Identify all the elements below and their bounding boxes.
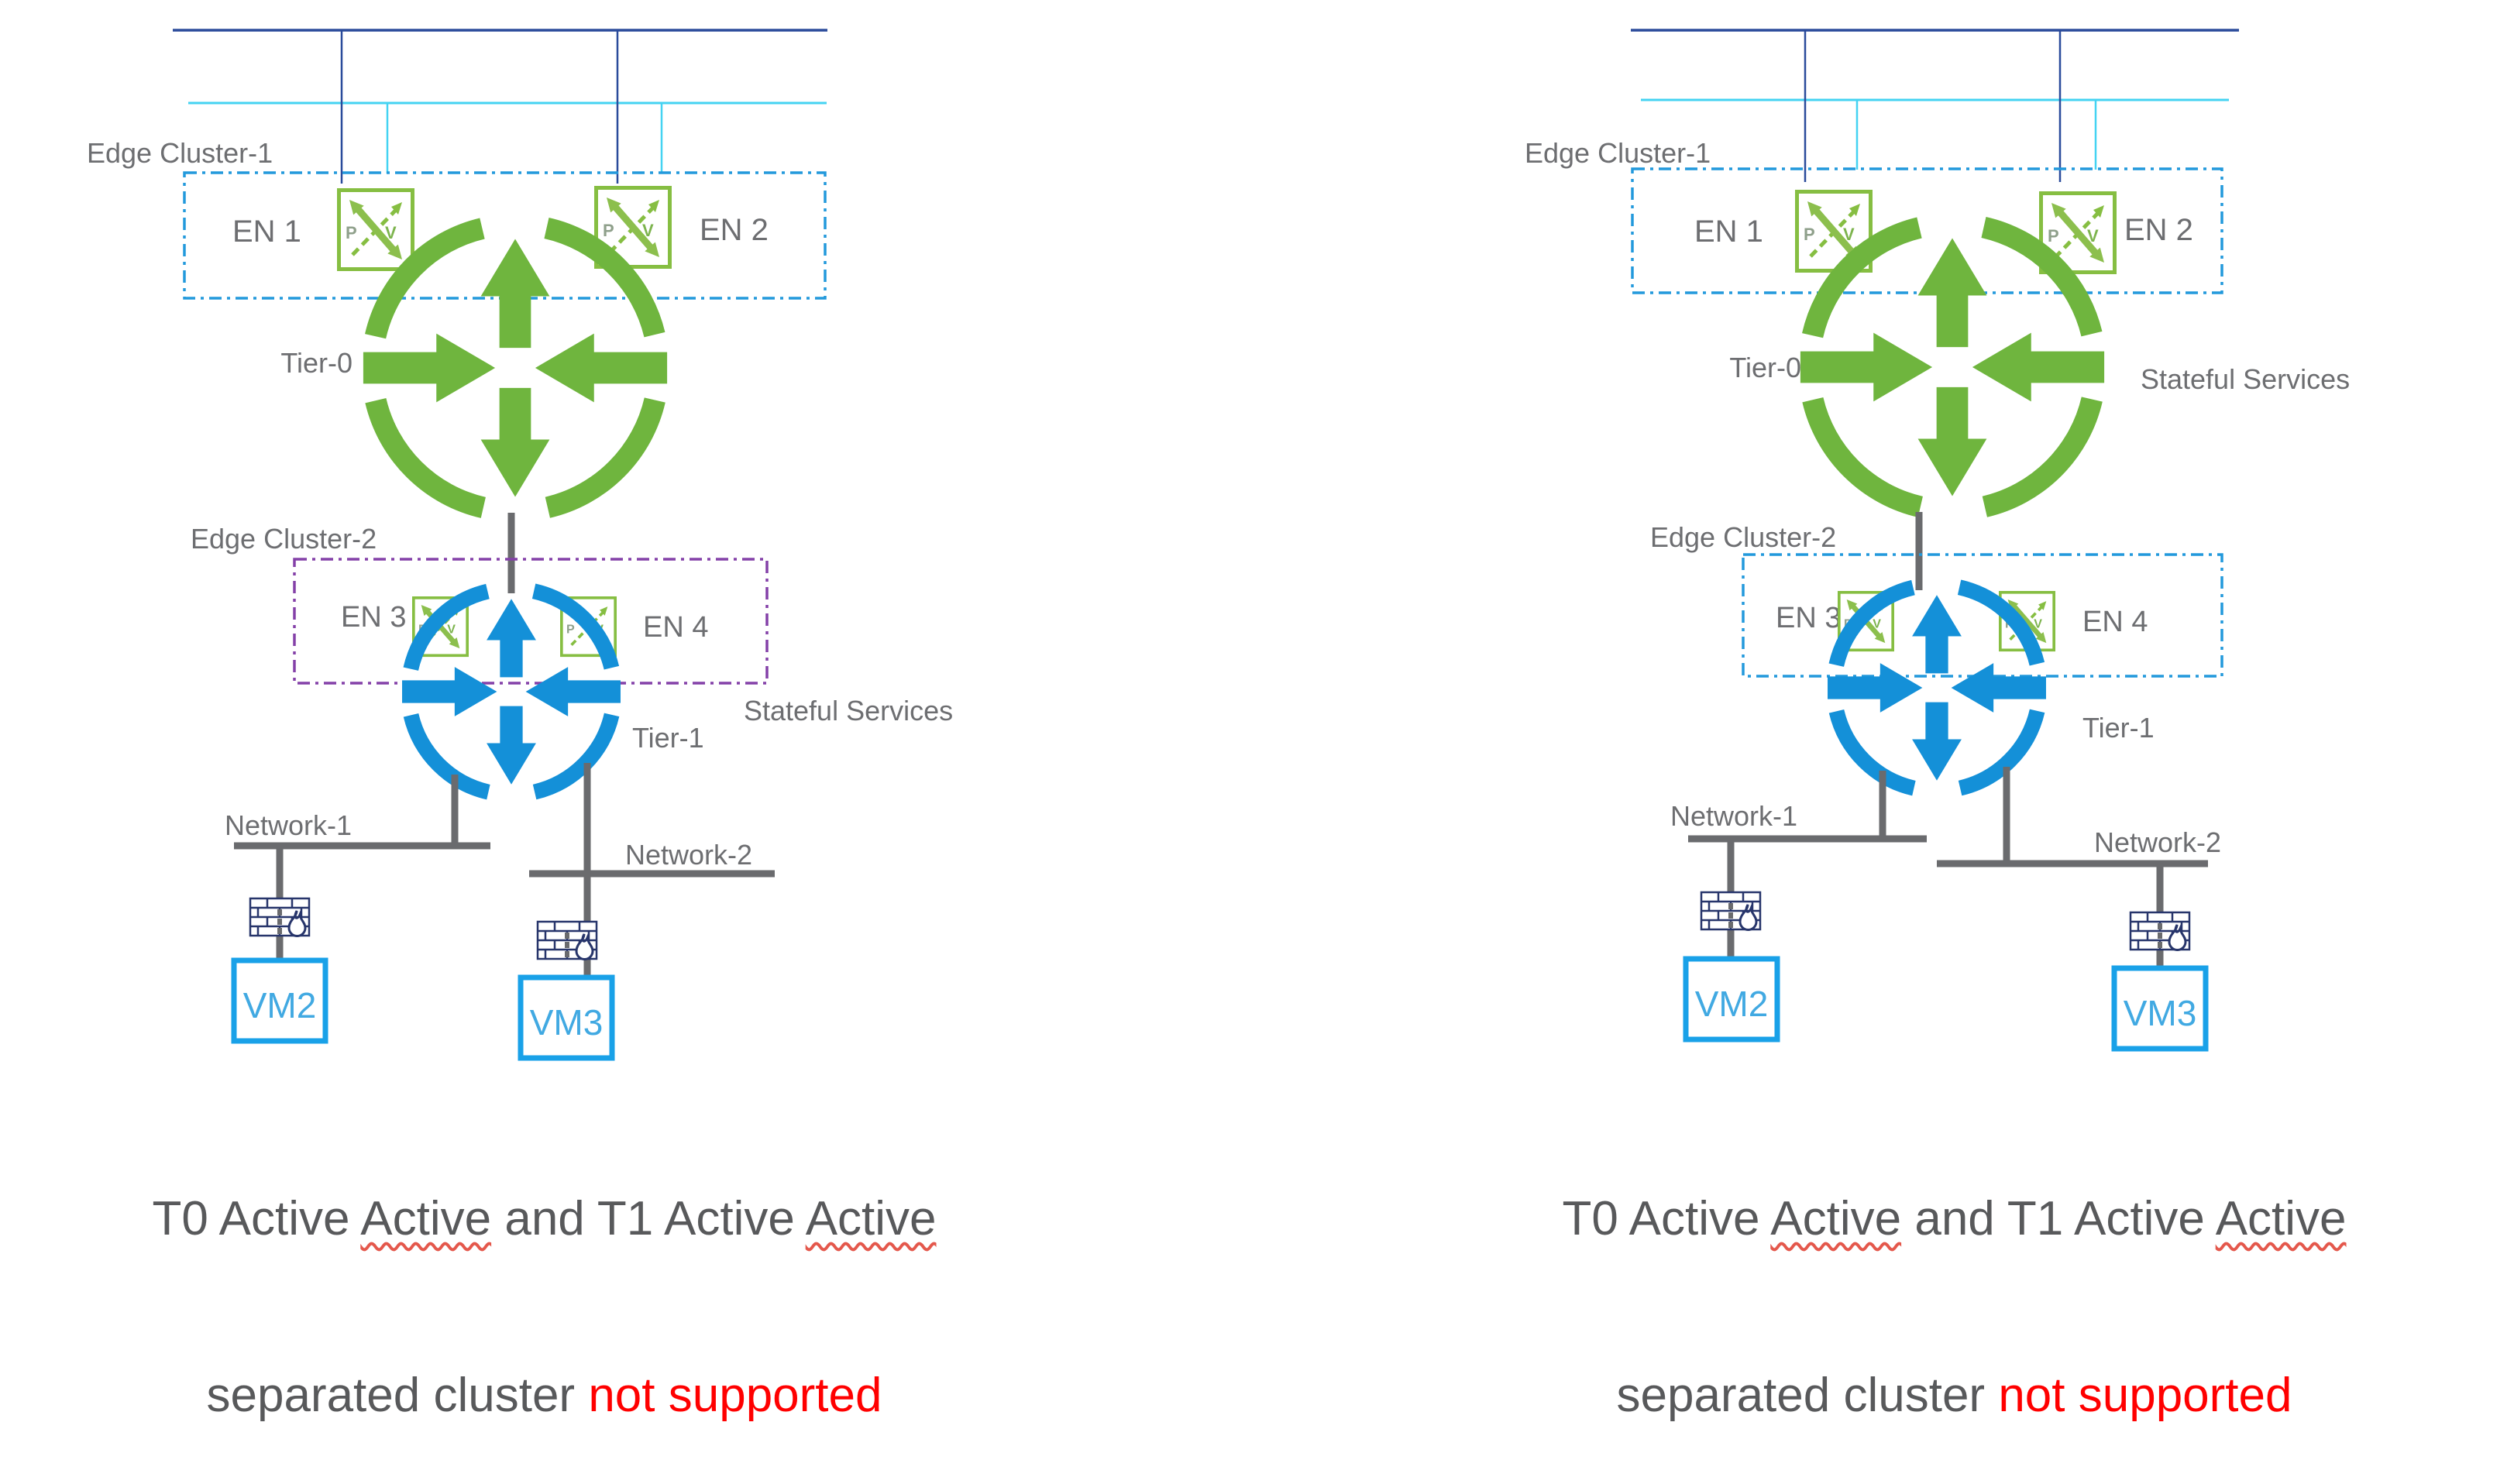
en3-label: EN 3	[1776, 602, 1841, 634]
en2-label: EN 2	[2124, 213, 2193, 247]
edge-cluster2-label: Edge Cluster-2	[1650, 521, 1836, 553]
caption-text-underlined: Active	[2215, 1192, 2347, 1245]
en4-label: EN 4	[643, 611, 708, 644]
tier0-router-icon	[1800, 224, 2104, 510]
caption-text: T0 Active	[1562, 1192, 1771, 1245]
stateful-services-label: Stateful Services	[744, 695, 953, 727]
network1-label: Network-1	[225, 809, 352, 841]
caption-text: T0 Active	[152, 1192, 361, 1245]
vm2-label: VM2	[1695, 984, 1769, 1024]
caption-line2: separated cluster not supported	[1429, 1366, 2479, 1425]
tier1-label: Tier-1	[632, 722, 704, 754]
firewall-icon-vm2	[249, 897, 311, 937]
network2-label: Network-2	[2094, 826, 2221, 858]
tier0-label: Tier-0	[280, 347, 353, 379]
caption-line1: T0 Active Active and T1 Active Active	[1429, 1190, 2479, 1249]
caption-text: and T1 Active	[1901, 1192, 2216, 1245]
edge-cluster1-label: Edge Cluster-1	[1525, 137, 1711, 169]
left-caption: T0 Active Active and T1 Active Active se…	[15, 1072, 1073, 1484]
caption-text: separated cluster	[206, 1369, 589, 1422]
caption-text-underlined: Active	[1770, 1192, 1902, 1245]
caption-text-underlined: Active	[805, 1192, 937, 1245]
firewall-icon-vm3	[536, 920, 598, 960]
caption-not-supported: not supported	[588, 1369, 882, 1422]
vm2-box	[1683, 956, 1780, 1043]
network1-label: Network-1	[1670, 800, 1797, 832]
pv-icon-en1	[339, 191, 413, 270]
stateful-services-label: Stateful Services	[2141, 363, 2350, 395]
right-diagram: Edge Cluster-1 EN 1 EN 2 Tier-0 Stateful…	[1525, 29, 2350, 1052]
edge-cluster2-box	[293, 558, 769, 685]
diagram-canvas: P V	[87, 29, 2350, 1061]
vm3-label: VM3	[2124, 993, 2197, 1033]
right-caption: T0 Active Active and T1 Active Active se…	[1429, 1072, 2479, 1484]
en3-label: EN 3	[341, 601, 406, 634]
vm3-label: VM3	[530, 1002, 604, 1043]
en4-label: EN 4	[2082, 606, 2148, 638]
edge-cluster2-label: Edge Cluster-2	[191, 523, 377, 555]
tier0-router-icon	[363, 225, 667, 511]
edge-cluster2-box	[1742, 553, 2223, 678]
firewall-icon-vm2	[1700, 891, 1762, 931]
edge-cluster1-label: Edge Cluster-1	[87, 137, 273, 169]
en1-label: EN 1	[1694, 215, 1763, 249]
tier0-label: Tier-0	[1729, 352, 1801, 383]
caption-text: separated cluster	[1616, 1369, 1999, 1422]
tier1-label: Tier-1	[2082, 712, 2155, 744]
caption-text: and T1 Active	[491, 1192, 806, 1245]
vm2-box	[231, 957, 328, 1044]
network2-label: Network-2	[625, 839, 752, 871]
vm3-box	[2111, 965, 2209, 1052]
caption-not-supported: not supported	[1998, 1369, 2292, 1422]
tier1-router-icon	[1828, 585, 2046, 791]
en2-label: EN 2	[700, 213, 769, 247]
en1-label: EN 1	[232, 215, 301, 249]
vm2-label: VM2	[243, 985, 317, 1025]
caption-line1: T0 Active Active and T1 Active Active	[15, 1190, 1073, 1249]
caption-line2: separated cluster not supported	[15, 1366, 1073, 1425]
caption-text-underlined: Active	[360, 1192, 492, 1245]
left-diagram: Edge Cluster-1 EN 1 EN 2 Tier-0 Edge Clu…	[87, 29, 953, 1061]
firewall-icon-vm3	[2129, 911, 2191, 951]
vm3-box	[518, 974, 615, 1061]
